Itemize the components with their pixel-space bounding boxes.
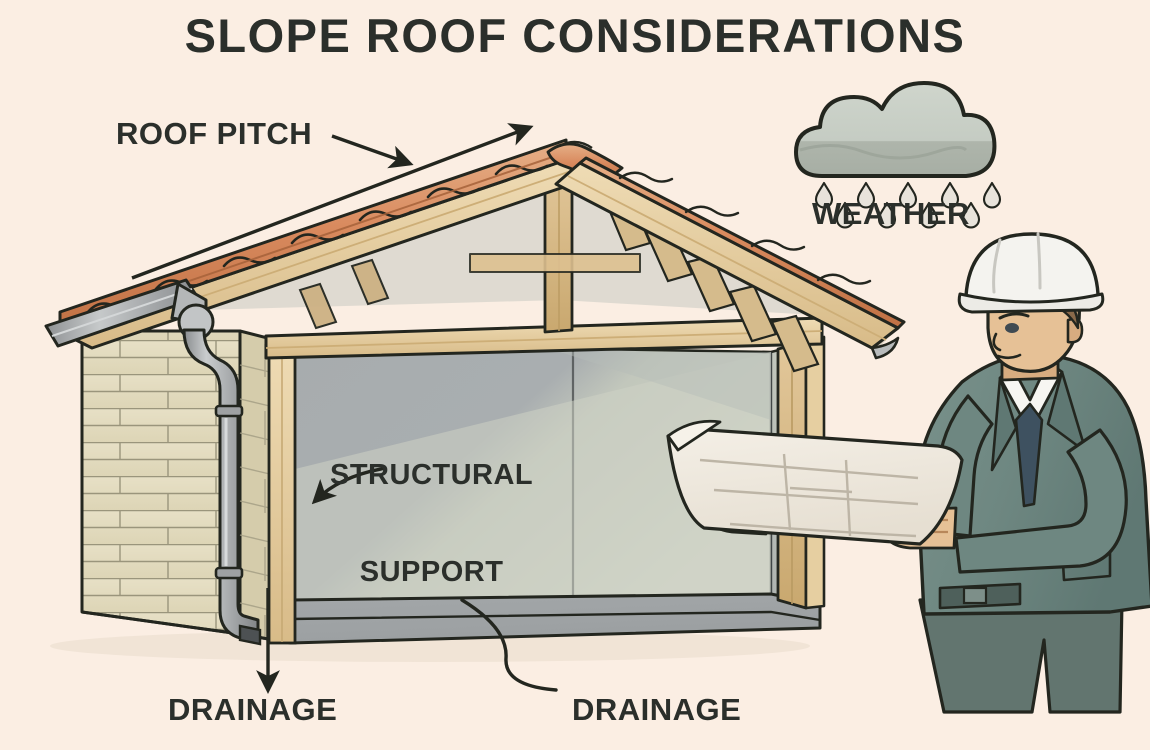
roof-right-slope: [554, 156, 906, 360]
floor-slab: [289, 592, 822, 645]
roof-pitch-pointer: [331, 134, 414, 169]
structural-support-pointer: [311, 466, 387, 505]
page-title: SLOPE ROOF CONSIDERATIONS: [184, 9, 966, 62]
blueprint: [666, 419, 964, 546]
label-structural-support-line1: STRUCTURAL: [330, 458, 534, 491]
engineer-figure: [666, 232, 1150, 714]
header-beam: [264, 316, 824, 360]
timber-post-left: [267, 338, 297, 645]
weather-cloud-icon: [794, 81, 997, 178]
label-drainage-left: DRAINAGE: [168, 692, 338, 727]
roof-pitch-slope-arrow: [131, 123, 534, 280]
label-structural-support-line2: SUPPORT: [359, 556, 504, 589]
interior-walls: [290, 338, 822, 604]
label-weather: WEATHER: [812, 196, 970, 231]
drainage-right-pointer: [460, 598, 558, 692]
label-roof-pitch: ROOF PITCH: [116, 116, 313, 151]
label-structural-support: STRUCTURAL SUPPORT: [330, 394, 533, 654]
annotation-leaders: [131, 123, 558, 694]
brick-wall: [80, 329, 293, 645]
gutter-and-downspout: [44, 278, 262, 646]
label-drainage-right: DRAINAGE: [572, 692, 742, 727]
